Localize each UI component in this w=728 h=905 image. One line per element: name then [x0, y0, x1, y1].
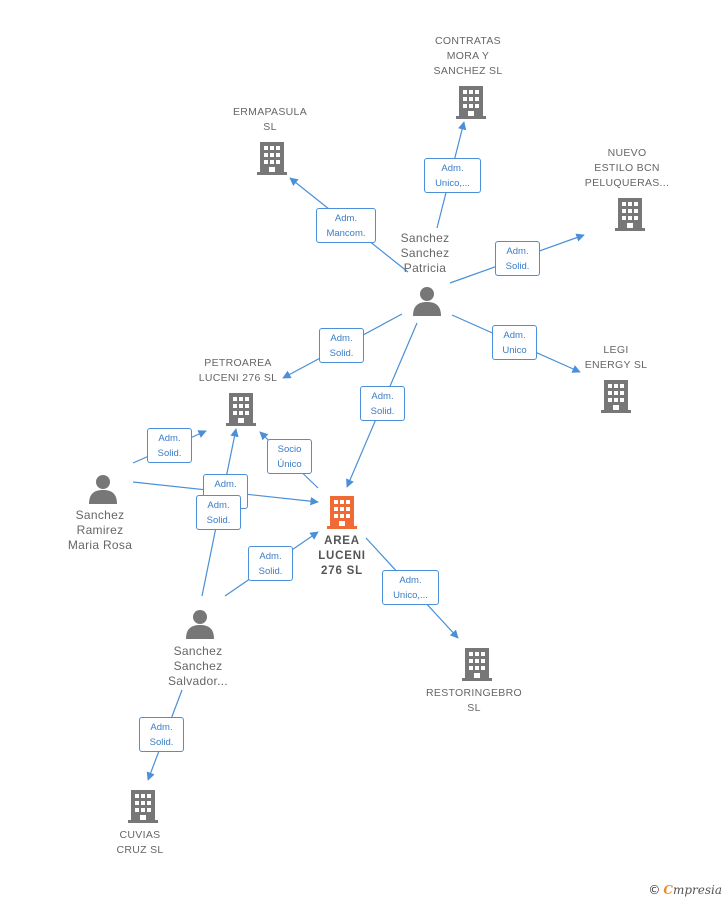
- person-icon[interactable]: [185, 609, 215, 639]
- copyright-icon: ©: [648, 883, 661, 897]
- node-label-cuvias[interactable]: CUVIAS CRUZ SL: [116, 829, 164, 856]
- edge-label[interactable]: Adm. Unico,...: [382, 570, 439, 605]
- edge-label[interactable]: Adm. Solid.: [319, 328, 364, 363]
- node-label-sanchez-maria[interactable]: Sanchez Ramirez Maria Rosa: [67, 508, 133, 552]
- node-label-contratas[interactable]: CONTRATAS MORA Y SANCHEZ SL: [433, 35, 503, 77]
- edge-label[interactable]: Adm. Unico: [492, 325, 537, 360]
- node-label-petroarea[interactable]: PETROAREA LUCENI 276 SL: [198, 357, 278, 384]
- edge-label[interactable]: Adm. Unico,...: [424, 158, 481, 193]
- person-icon[interactable]: [88, 474, 118, 504]
- building-icon[interactable]: [127, 788, 159, 824]
- edge-label[interactable]: Adm. Mancom.: [316, 208, 376, 243]
- edge-label[interactable]: Adm. Solid.: [360, 386, 405, 421]
- edge-label[interactable]: Adm. Solid.: [139, 717, 184, 752]
- edge-label[interactable]: Adm. Solid.: [196, 495, 241, 530]
- node-label-legi[interactable]: LEGI ENERGY SL: [584, 344, 648, 371]
- edge-label[interactable]: Adm. Solid.: [248, 546, 293, 581]
- node-label-sanchez-salvador[interactable]: Sanchez Sanchez Salvador...: [167, 644, 228, 688]
- edge-label[interactable]: Adm. Solid.: [147, 428, 192, 463]
- edge-label[interactable]: Adm. Solid.: [495, 241, 540, 276]
- building-icon[interactable]: [256, 140, 288, 176]
- node-label-nuevo-estilo[interactable]: NUEVO ESTILO BCN PELUQUERAS...: [584, 147, 670, 189]
- node-label-ermapasula[interactable]: ERMAPASULA SL: [233, 106, 307, 133]
- building-icon[interactable]: [225, 391, 257, 427]
- building-icon[interactable]: [455, 84, 487, 120]
- edge-label[interactable]: Socio Único: [267, 439, 312, 474]
- building-icon[interactable]: [326, 494, 358, 530]
- building-icon[interactable]: [614, 196, 646, 232]
- building-icon[interactable]: [600, 378, 632, 414]
- node-label-sanchez-patricia[interactable]: Sanchez Sanchez Patricia: [400, 231, 450, 275]
- person-icon[interactable]: [412, 286, 442, 316]
- node-label-area-luceni[interactable]: AREA LUCENI 276 SL: [318, 535, 366, 577]
- empresia-logo[interactable]: ©Cmpresia: [648, 883, 722, 897]
- node-label-restoringebro[interactable]: RESTORINGEBRO SL: [426, 687, 522, 714]
- building-icon[interactable]: [461, 646, 493, 682]
